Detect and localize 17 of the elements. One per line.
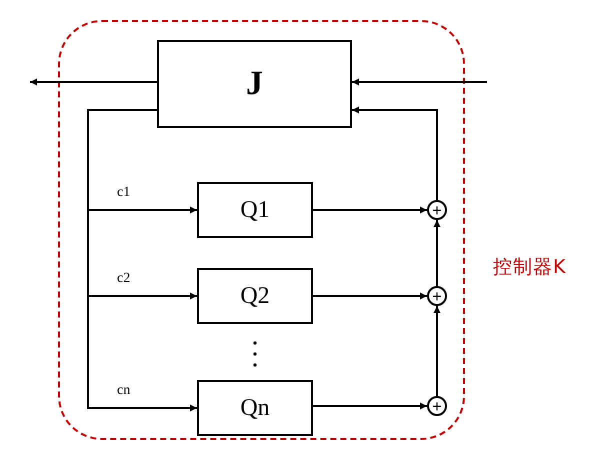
arrow	[313, 206, 427, 214]
block-box: Q1	[197, 182, 313, 238]
arrow	[352, 78, 487, 86]
block-box: Qn	[197, 380, 313, 436]
arrow	[30, 78, 157, 86]
arrow	[313, 402, 427, 410]
arrow	[434, 306, 440, 396]
arrow	[352, 106, 438, 200]
summing-junction: +	[427, 200, 447, 220]
arrow	[434, 220, 440, 286]
arrow	[87, 109, 197, 412]
controller-label: 控制器K	[493, 255, 566, 280]
arrow	[313, 292, 427, 300]
summing-junction: +	[427, 286, 447, 306]
summing-junction: +	[427, 396, 447, 416]
block-box: J	[157, 40, 352, 128]
block-box: Q2	[197, 268, 313, 324]
